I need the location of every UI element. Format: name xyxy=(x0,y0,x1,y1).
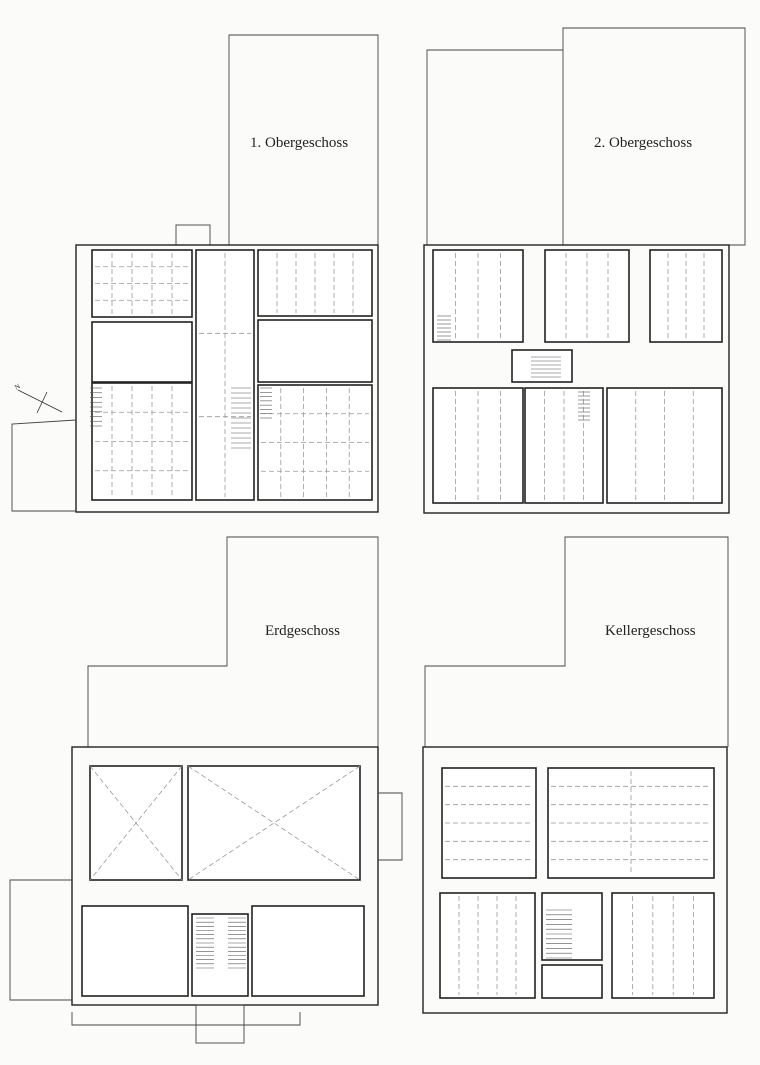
room xyxy=(251,905,365,997)
room xyxy=(91,321,193,383)
exterior-wall xyxy=(423,244,730,514)
plan-1-obergeschoss xyxy=(11,34,379,513)
site-outline xyxy=(424,536,729,747)
plan-4-kellergeschoss xyxy=(422,536,729,1014)
site-outline xyxy=(228,34,379,245)
room xyxy=(439,892,536,999)
room xyxy=(187,765,361,881)
stair-hall xyxy=(191,913,249,997)
site-outline xyxy=(87,536,379,747)
plan-label-2-obergeschoss: 2. Obergeschoss xyxy=(594,135,693,151)
terrace-outline xyxy=(71,1012,301,1026)
room xyxy=(541,964,603,999)
room xyxy=(257,319,373,383)
north-arrow-icon xyxy=(17,389,63,414)
plan-label-erdgeschoss: Erdgeschoss xyxy=(265,623,340,639)
annex-outline xyxy=(11,419,77,512)
room xyxy=(524,387,604,504)
annex-outline xyxy=(9,879,72,1001)
plan-label-kellergeschoss: Kellergeschoss xyxy=(605,623,696,639)
plan-3-erdgeschoss xyxy=(9,536,403,1044)
entrance-steps xyxy=(195,1004,245,1044)
chimney xyxy=(175,224,211,246)
plan-label-1-obergeschoss: 1. Obergeschoss xyxy=(250,135,349,151)
annex-outline xyxy=(378,792,403,861)
exterior-wall xyxy=(422,746,728,1014)
room xyxy=(611,892,715,999)
stair-hall xyxy=(541,892,603,961)
room xyxy=(81,905,189,997)
room xyxy=(606,387,723,504)
room xyxy=(257,384,373,501)
site-outline xyxy=(426,27,746,246)
plan-2-obergeschoss xyxy=(423,27,746,514)
exterior-wall xyxy=(75,244,379,513)
room xyxy=(432,387,524,504)
stair-hall xyxy=(511,349,573,383)
room xyxy=(257,249,373,317)
